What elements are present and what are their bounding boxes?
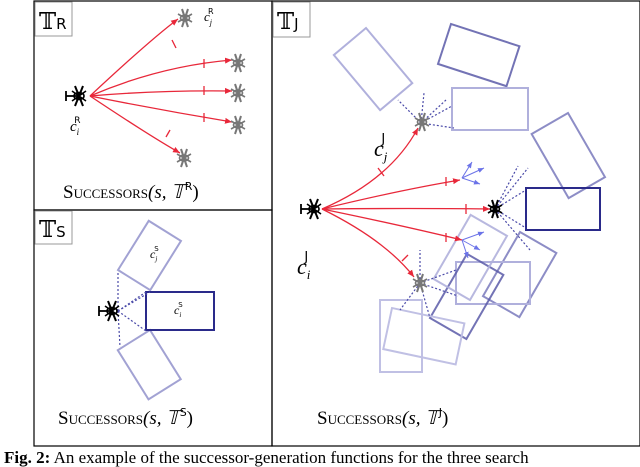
- panel-j-frame: [271, 0, 640, 447]
- panel-r-arrows: [89, 18, 233, 154]
- robot-icon: [412, 273, 428, 293]
- panel-j-title: Successors(s, 𝕋J): [317, 406, 448, 429]
- panel-j-label-ci: ciJ: [297, 250, 311, 282]
- robot-icon: [230, 83, 246, 103]
- panel-r-tag-box: [34, 1, 73, 37]
- panel-j-tag: 𝕋J: [277, 9, 299, 34]
- robot-icon: [300, 198, 322, 220]
- robot-icon: [98, 300, 120, 322]
- panel-j-tag-box: [272, 1, 311, 38]
- panel-j-label-cj: cjJ: [374, 132, 388, 164]
- panel-j-arrows: [321, 127, 491, 278]
- panel-r-tag: 𝕋R: [39, 9, 67, 34]
- panel-r: 𝕋R ciR cjR Succes: [34, 1, 246, 203]
- panel-s: 𝕋S cjS ciS Successors(s, 𝕋S): [34, 210, 215, 429]
- panel-j: 𝕋J: [272, 1, 607, 429]
- panel-r-label-ci: ciR: [70, 116, 80, 137]
- robot-icon: [65, 85, 87, 107]
- caption-text: An example of the successor-generation f…: [53, 448, 529, 467]
- panel-s-label-ci: ciS: [174, 301, 183, 319]
- panel-r-label-cj: cjR: [204, 7, 214, 27]
- panel-s-boxes: [116, 219, 215, 401]
- panel-r-title: Successors(s, 𝕋R): [63, 180, 199, 203]
- robot-icon: [230, 115, 246, 135]
- panel-s-label-cj: cjS: [150, 245, 159, 263]
- robot-icon: [177, 8, 193, 28]
- caption-prefix: Fig. 2:: [4, 448, 51, 467]
- panel-s-tag: 𝕋S: [39, 217, 66, 242]
- panel-j-boxes: [332, 22, 607, 373]
- robot-icon: [230, 53, 246, 73]
- robot-icon: [176, 148, 192, 168]
- figure-caption: Fig. 2: An example of the successor-gene…: [4, 448, 640, 467]
- panel-s-title: Successors(s, 𝕋S): [58, 406, 193, 429]
- panel-j-direction-arrows: [461, 161, 485, 259]
- robot-icon: [487, 199, 503, 219]
- panel-s-tag-box: [34, 210, 73, 245]
